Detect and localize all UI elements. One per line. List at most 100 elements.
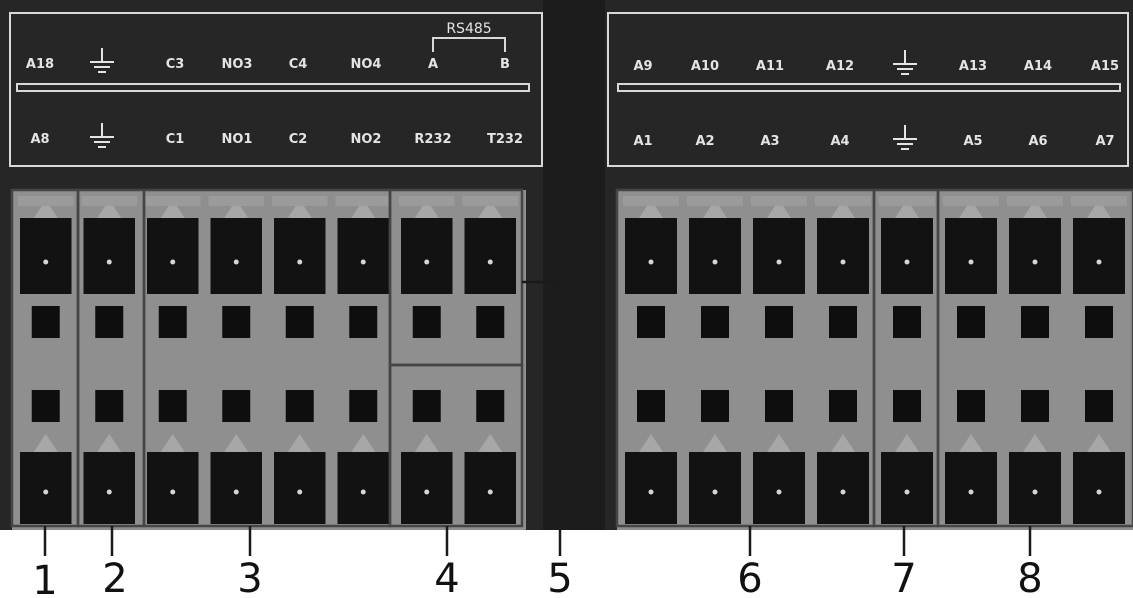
right-slot-lower <box>765 390 793 422</box>
left-terminal-top <box>145 196 201 294</box>
right-terminal-top <box>751 196 807 294</box>
right-terminal-top <box>815 196 871 294</box>
panel-gap <box>543 0 605 530</box>
callout-3: 3 <box>237 556 262 598</box>
right-slot-upper <box>765 306 793 338</box>
left-terminal-bottom <box>210 434 262 524</box>
left-bottom-label-t232: T232 <box>487 132 523 147</box>
left-slot-lower <box>476 390 505 422</box>
left-bottom-label-no2: NO2 <box>351 132 382 147</box>
left-terminal-bottom <box>464 434 516 524</box>
group-box-8 <box>936 188 1133 528</box>
right-slot-lower <box>637 390 665 422</box>
left-terminal-bottom <box>337 434 389 524</box>
left-bottom-label-c2: C2 <box>289 132 308 147</box>
right-terminal-bottom <box>1009 434 1061 524</box>
right-terminal-bottom <box>753 434 805 524</box>
callout-8: 8 <box>1017 556 1042 598</box>
right-terminal-top <box>623 196 679 294</box>
left-slot-upper <box>285 306 314 338</box>
label-frame-right <box>607 12 1129 167</box>
right-terminal-bottom <box>689 434 741 524</box>
callout-6: 6 <box>737 556 762 598</box>
left-bottom-label-a8: A8 <box>30 132 49 147</box>
left-terminal-top <box>18 196 74 294</box>
right-slot-lower <box>829 390 857 422</box>
left-terminal-top <box>399 196 455 294</box>
right-slot-lower <box>1085 390 1113 422</box>
callout-5: 5 <box>547 556 572 598</box>
rs485-bracket <box>432 37 506 52</box>
right-terminal-bottom <box>625 434 677 524</box>
right-bottom-label-a6: A6 <box>1028 134 1047 149</box>
left-terminal-top <box>81 196 137 294</box>
right-terminal-top <box>1071 196 1127 294</box>
right-terminal-top <box>943 196 999 294</box>
left-top-label-no4: NO4 <box>351 57 382 72</box>
callout-4: 4 <box>434 556 459 598</box>
left-top-label-no3: NO3 <box>222 57 253 72</box>
left-slot-upper <box>95 306 124 338</box>
right-terminal-bottom <box>945 434 997 524</box>
right-terminal-bottom <box>817 434 869 524</box>
left-top-label-c3: C3 <box>166 57 185 72</box>
left-terminal-bottom <box>401 434 453 524</box>
left-slot-upper <box>349 306 378 338</box>
left-top-label-b: B <box>500 57 510 72</box>
right-slot-upper <box>1021 306 1049 338</box>
left-bottom-label-c1: C1 <box>166 132 185 147</box>
right-top-label-a11: A11 <box>756 59 784 74</box>
label-frame-left <box>9 12 543 167</box>
right-top-label-a13: A13 <box>959 59 987 74</box>
right-slot-lower <box>893 390 921 422</box>
left-slot-upper <box>476 306 505 338</box>
right-terminal-top <box>687 196 743 294</box>
right-top-label-a12: A12 <box>826 59 854 74</box>
left-slot-lower <box>222 390 251 422</box>
right-slot-lower <box>701 390 729 422</box>
right-top-label-a10: A10 <box>691 59 719 74</box>
left-slot-lower <box>412 390 441 422</box>
callout-2: 2 <box>102 556 127 598</box>
rs485-label: RS485 <box>446 21 491 37</box>
left-slot-upper <box>222 306 251 338</box>
left-bottom-label-no1: NO1 <box>222 132 253 147</box>
right-top-label-a9: A9 <box>633 59 652 74</box>
left-terminal-top <box>335 196 391 294</box>
right-bottom-label-a7: A7 <box>1095 134 1114 149</box>
divider-bar-right <box>617 83 1121 92</box>
group-box-5 <box>388 188 524 367</box>
left-bottom-ground-icon <box>90 123 114 148</box>
left-slot-upper <box>158 306 187 338</box>
left-slot-lower <box>31 390 60 422</box>
right-terminal-bottom <box>881 434 933 524</box>
left-top-label-a18: A18 <box>26 57 54 72</box>
right-terminal-bottom <box>1073 434 1125 524</box>
left-terminal-top <box>462 196 518 294</box>
right-slot-upper <box>1085 306 1113 338</box>
left-slot-lower <box>349 390 378 422</box>
left-slot-upper <box>412 306 441 338</box>
left-top-label-c4: C4 <box>289 57 308 72</box>
left-slot-lower <box>158 390 187 422</box>
leader-5 <box>522 280 562 556</box>
left-top-ground-icon <box>90 48 114 73</box>
callout-1: 1 <box>32 558 57 598</box>
left-terminal-bottom <box>147 434 199 524</box>
divider-bar-left <box>16 83 530 92</box>
right-slot-lower <box>1021 390 1049 422</box>
right-terminal-top <box>1007 196 1063 294</box>
right-top-label-a14: A14 <box>1024 59 1052 74</box>
right-slot-upper <box>957 306 985 338</box>
right-bottom-ground-icon <box>893 125 917 150</box>
left-top-label-a: A <box>428 57 438 72</box>
left-terminal-bottom <box>83 434 135 524</box>
left-bottom-label-r232: R232 <box>414 132 451 147</box>
left-terminal-bottom <box>20 434 72 524</box>
right-slot-upper <box>829 306 857 338</box>
right-terminal-top <box>879 196 935 294</box>
right-top-ground-icon <box>893 50 917 75</box>
left-terminal-top <box>272 196 328 294</box>
right-bottom-label-a5: A5 <box>963 134 982 149</box>
